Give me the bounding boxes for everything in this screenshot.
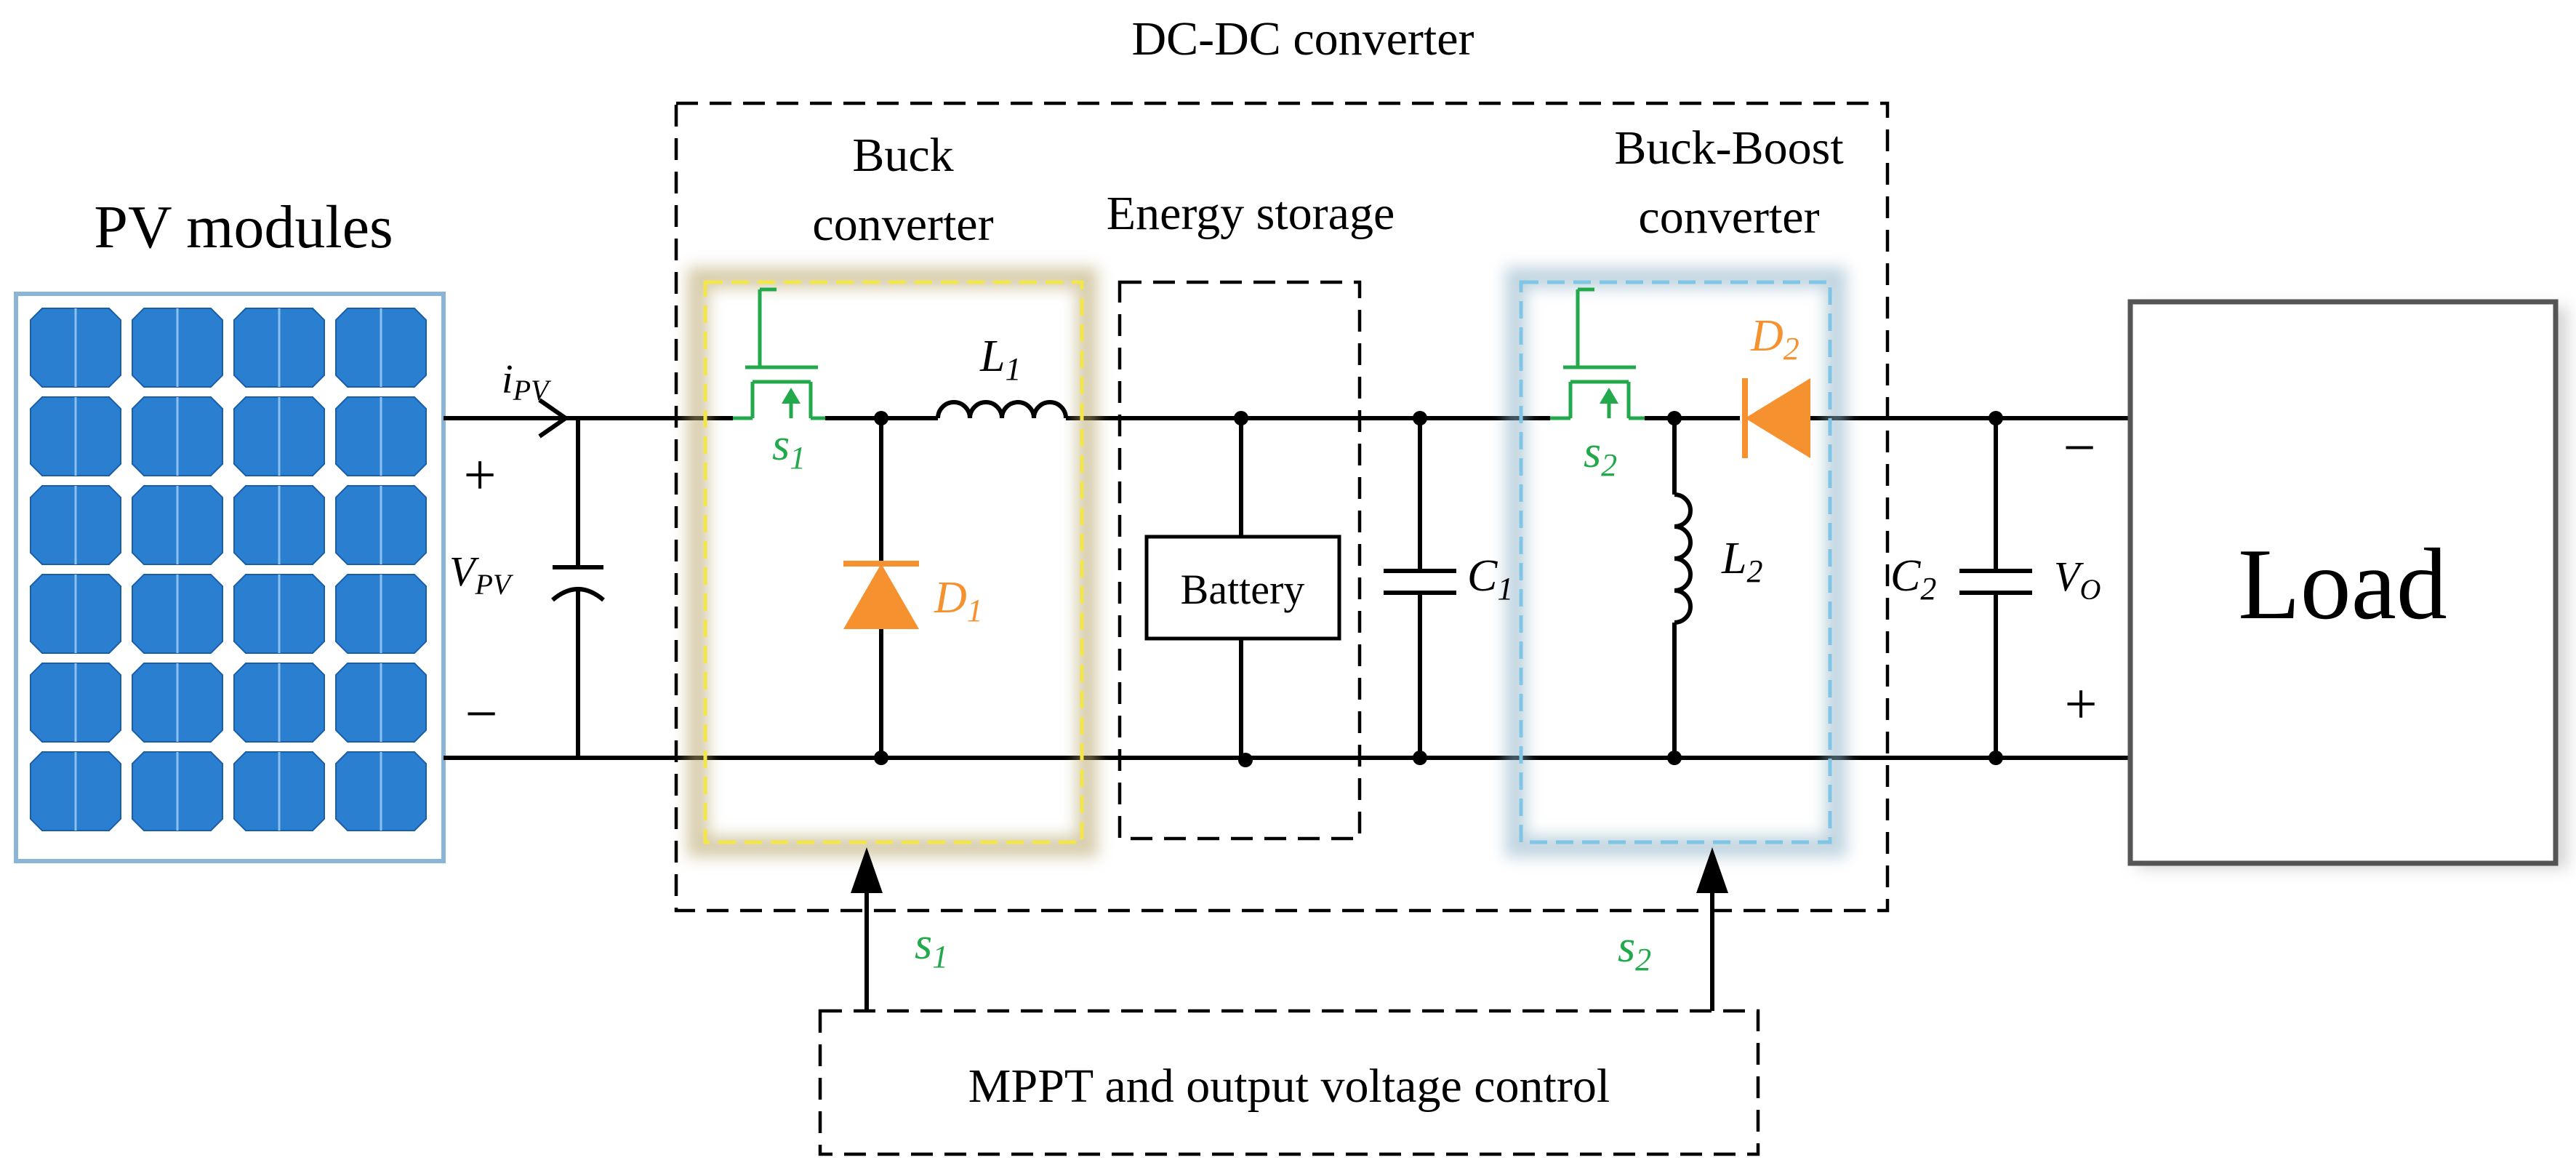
input-minus-sign: − [465, 682, 497, 746]
d2-label: D2 [1750, 311, 1799, 367]
ipv-label: iPV [502, 357, 552, 407]
buck-label-line1: Buck [852, 129, 953, 182]
d1-diode [843, 561, 919, 629]
load-label: Load [2238, 528, 2447, 641]
ipv-arrow-icon [538, 398, 570, 439]
buck-label-line2: converter [812, 198, 993, 251]
output-plus-sign: + [2064, 673, 2097, 737]
buckboost-glow [1505, 267, 1847, 857]
s1-switch [733, 287, 825, 420]
c2-capacitor [1959, 418, 2032, 758]
vpv-label: VPV [449, 548, 514, 601]
d2-diode [1742, 378, 1810, 458]
diagram-title: DC-DC converter [1131, 12, 1474, 65]
buckboost-label-line1: Buck-Boost [1614, 121, 1843, 175]
c1-capacitor [1384, 418, 1456, 758]
buck-glow [687, 267, 1098, 857]
load-box [2127, 299, 2559, 866]
battery-label: Battery [1181, 566, 1305, 613]
input-plus-sign: + [463, 444, 496, 508]
energy-storage-box [1118, 280, 1362, 841]
s1-control-arrow [851, 847, 883, 1011]
battery-box [1144, 535, 1341, 641]
l2-inductor [1674, 492, 1693, 625]
s2-control-arrow [1696, 847, 1728, 1011]
s1-switch-label: s1 [772, 420, 806, 476]
buckboost-label-line2: converter [1638, 191, 1819, 244]
l1-inductor [936, 400, 1068, 419]
buckboost-highlight-box [1519, 280, 1832, 844]
s2-switch-label: s2 [1584, 428, 1617, 483]
buck-highlight-box [703, 280, 1084, 844]
vo-label: VO [2054, 553, 2100, 606]
s2-control-label: s2 [1618, 922, 1651, 977]
output-minus-sign: − [2063, 416, 2095, 480]
pv-modules-label: PV modules [94, 193, 393, 261]
pv-panel [14, 292, 446, 863]
control-label: MPPT and output voltage control [968, 1060, 1610, 1113]
c2-label: C2 [1890, 551, 1936, 607]
energy-storage-label: Energy storage [1107, 187, 1395, 240]
l1-label: L1 [979, 332, 1021, 387]
dcdc-converter-box [674, 101, 1890, 913]
pv-cell-grid [30, 308, 427, 831]
c1-label: C1 [1467, 551, 1513, 607]
s2-switch [1550, 287, 1645, 420]
d1-label: D1 [934, 573, 983, 628]
s1-control-label: s1 [915, 919, 948, 975]
l2-label: L2 [1721, 534, 1762, 589]
input-capacitor [551, 418, 605, 758]
control-box [818, 1009, 1760, 1156]
